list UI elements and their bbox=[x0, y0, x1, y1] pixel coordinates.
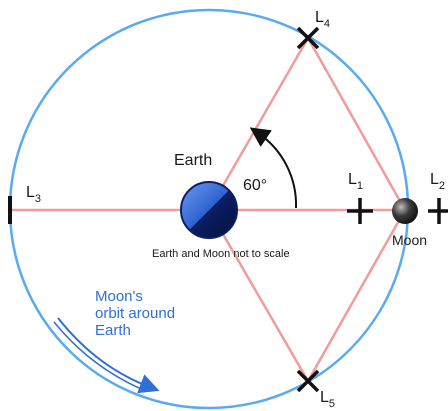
orbit-label-line-1: Moon's bbox=[95, 288, 143, 305]
l1-label: L1 bbox=[348, 171, 363, 192]
l3-label: L3 bbox=[26, 184, 41, 205]
l5-marker bbox=[296, 369, 320, 393]
l4-marker bbox=[296, 26, 320, 50]
earth-to-l4-line bbox=[207, 37, 310, 211]
earth-globe bbox=[180, 181, 238, 239]
l5-to-moon-line bbox=[306, 209, 407, 382]
earth-to-l5-line bbox=[207, 209, 310, 382]
l4-to-moon-line bbox=[306, 37, 407, 211]
l2-marker bbox=[428, 198, 448, 224]
moon-globe bbox=[392, 198, 418, 224]
scale-note: Earth and Moon not to scale bbox=[152, 248, 290, 260]
orbit-label-line-3: Earth bbox=[95, 322, 131, 339]
l5-label: L5 bbox=[320, 389, 335, 410]
l1-marker bbox=[347, 198, 373, 224]
orbit-label-line-2: orbit around bbox=[95, 305, 175, 322]
l4-label: L4 bbox=[315, 9, 330, 30]
angle-arc-arrow bbox=[249, 127, 298, 209]
angle-label: 60° bbox=[243, 177, 267, 194]
moon-label: Moon bbox=[392, 232, 427, 248]
l2-label: L2 bbox=[430, 171, 445, 192]
earth-label: Earth bbox=[174, 152, 212, 169]
orbit-direction-arrow bbox=[57, 317, 160, 394]
orbit-direction-arrow-inner bbox=[53, 321, 147, 392]
